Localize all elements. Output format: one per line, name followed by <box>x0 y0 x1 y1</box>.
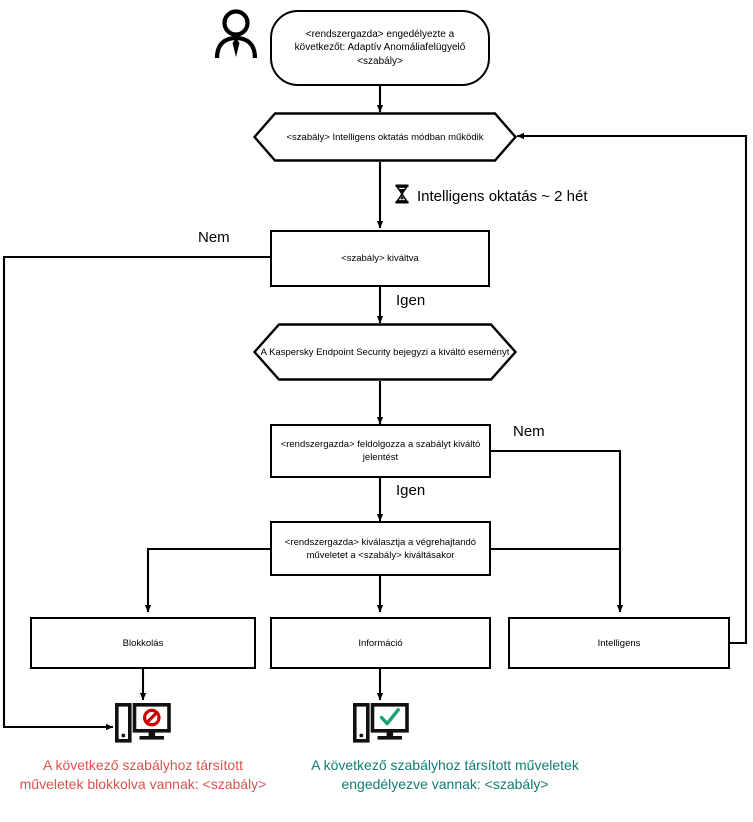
edge-label-triggered-no: Nem <box>198 229 230 246</box>
person-icon <box>210 8 262 60</box>
node-admin-processes-report-label: <rendszergazda> feldolgozza a szabályt k… <box>280 439 481 463</box>
node-smart-mode[interactable]: <szabály> Intelligens oktatás módban műk… <box>253 112 517 162</box>
hexagon-shape <box>253 323 517 381</box>
node-admin-selects-action[interactable]: <rendszergazda> kiválasztja a végrehajta… <box>270 521 491 576</box>
caption-blocked: A következő szabályhoz társított művelet… <box>19 757 267 792</box>
node-start-label: <rendszergazda> engedélyezte a következő… <box>294 28 466 67</box>
edge-label-report-yes: Igen <box>396 482 426 499</box>
node-kes-logs-event-label: A Kaspersky Endpoint Security bejegyzi a… <box>260 346 510 358</box>
node-action-block[interactable]: Blokkolás <box>30 617 256 669</box>
edge-report-no <box>491 449 624 613</box>
node-smart-mode-label: <szabály> Intelligens oktatás módban műk… <box>286 131 484 143</box>
node-rule-triggered-label: <szabály> kiváltva <box>341 253 419 264</box>
node-action-block-label: Blokkolás <box>122 637 164 649</box>
node-action-smart[interactable]: Intelligens <box>508 617 730 669</box>
hexagon-shape <box>253 112 517 162</box>
edge-action-to-block <box>144 547 270 613</box>
node-action-inform-label: Információ <box>358 637 403 649</box>
hourglass-icon <box>394 184 410 208</box>
edge-label-report-no: Nem <box>513 423 545 440</box>
training-wait-label: Intelligens oktatás ~ 2 hét <box>394 184 588 208</box>
node-kes-logs-event[interactable]: A Kaspersky Endpoint Security bejegyzi a… <box>253 323 517 381</box>
node-admin-selects-action-label: <rendszergazda> kiválasztja a végrehajta… <box>284 536 477 561</box>
node-admin-processes-report[interactable]: <rendszergazda> feldolgozza a szabályt k… <box>270 424 491 478</box>
computer-allowed-icon <box>352 702 409 745</box>
node-action-inform[interactable]: Információ <box>270 617 491 669</box>
edge-smart-loopback <box>516 132 748 645</box>
edge-label-triggered-yes: Igen <box>396 292 426 309</box>
caption-allowed: A következő szabályhoz társított művelet… <box>311 757 579 792</box>
computer-blocked-icon <box>114 702 171 745</box>
node-start[interactable]: <rendszergazda> engedélyezte a következő… <box>270 10 490 86</box>
node-action-smart-label: Intelligens <box>597 637 641 649</box>
training-wait-text: Intelligens oktatás ~ 2 hét <box>417 187 588 205</box>
node-rule-triggered[interactable]: <szabály> kiváltva <box>270 230 490 287</box>
